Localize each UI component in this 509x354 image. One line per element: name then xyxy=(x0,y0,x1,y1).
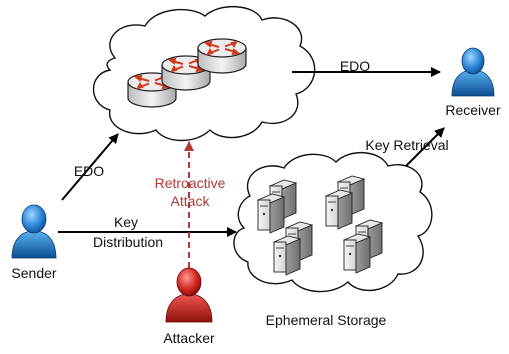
router-icon xyxy=(197,38,247,74)
key-retrieval-arrow xyxy=(405,127,445,167)
edo-top-label: EDO xyxy=(339,58,371,74)
sender-to-network-arrow xyxy=(61,133,119,201)
attack-label: Attack xyxy=(170,193,210,209)
sender-person-icon xyxy=(11,204,57,259)
key-label: Key xyxy=(113,214,139,230)
receiver-label: Receiver xyxy=(445,102,501,118)
sender-label: Sender xyxy=(11,265,57,281)
edo-left-label: EDO xyxy=(73,163,105,179)
attacker-person-icon xyxy=(165,267,213,323)
key-retrieval-label: Key Retrieval xyxy=(365,137,449,153)
retroactive-label: Retroactive xyxy=(154,175,226,191)
receiver-person-icon xyxy=(451,47,495,97)
attacker-label: Attacker xyxy=(163,330,215,346)
distribution-label: Distribution xyxy=(92,234,164,250)
ephemeral-storage-label: Ephemeral Storage xyxy=(265,312,387,328)
